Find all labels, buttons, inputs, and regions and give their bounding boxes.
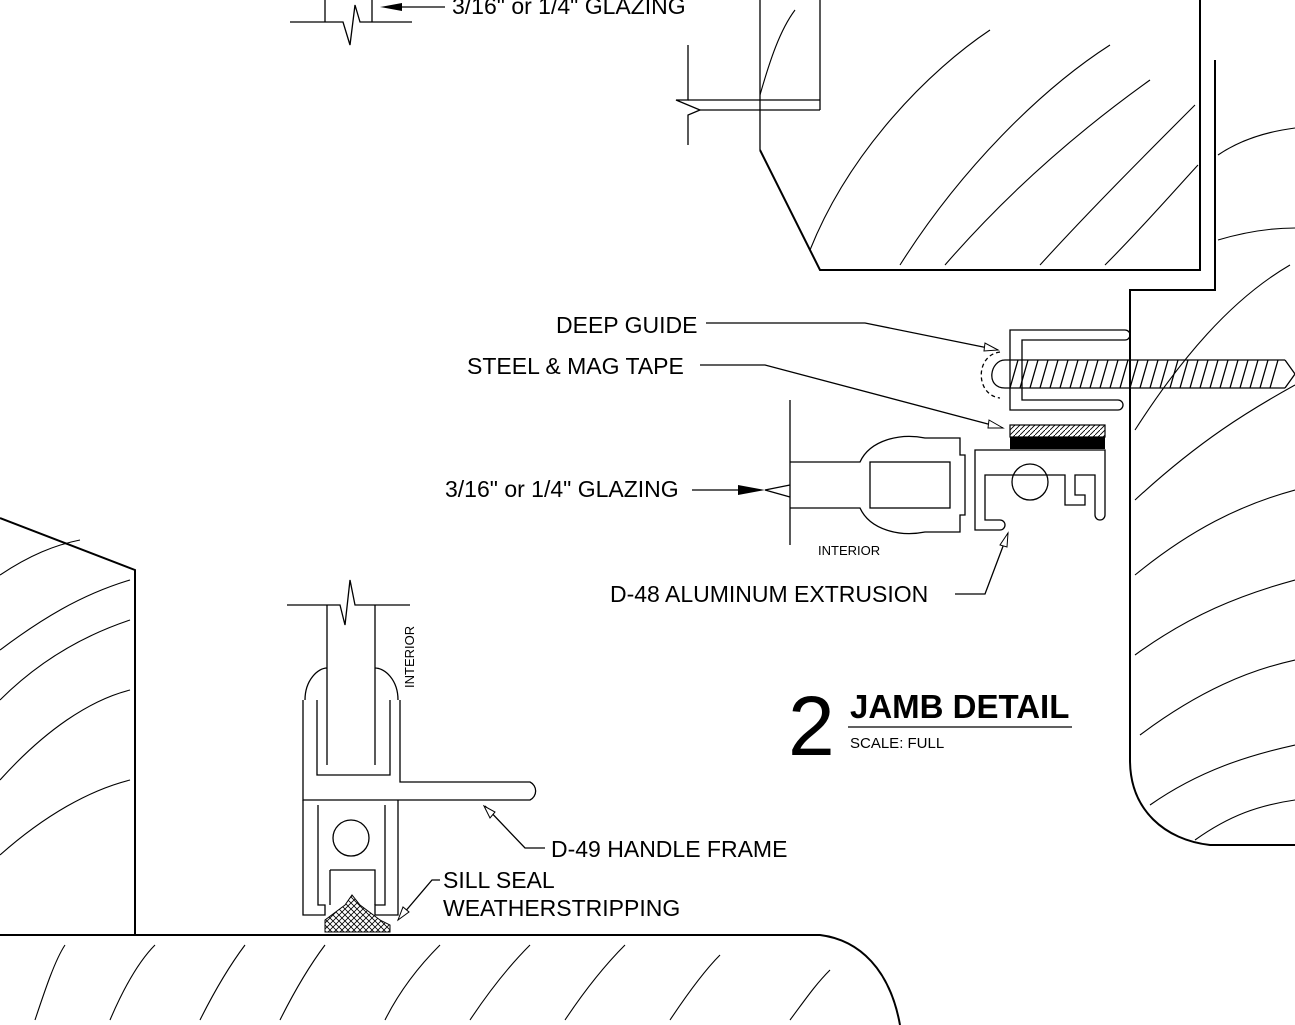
interior-sill-label: INTERIOR — [402, 626, 417, 688]
top-glazing-fragment — [290, 0, 445, 46]
floor-sill — [0, 934, 901, 1025]
glazing-top-label: 3/16" or 1/4" GLAZING — [452, 0, 686, 19]
sill-seal-label-line1: SILL SEAL — [443, 867, 555, 893]
leader-lines — [396, 322, 1009, 922]
glazing-mid-label: 3/16" or 1/4" GLAZING — [445, 476, 679, 502]
detail-title: JAMB DETAIL — [850, 688, 1069, 725]
d49-handle-frame — [287, 579, 537, 933]
deep-guide-channel — [1009, 329, 1131, 411]
deep-guide-label: DEEP GUIDE — [556, 312, 697, 338]
handle-frame-label: D-49 HANDLE FRAME — [551, 836, 787, 862]
upper-wood-block — [675, 0, 1201, 271]
detail-number: 2 — [788, 679, 835, 773]
screw — [980, 351, 1295, 399]
d48-extrusion — [764, 400, 1106, 545]
steel-mag-tape — [1009, 424, 1106, 449]
detail-title-block: 2 JAMB DETAIL SCALE: FULL — [788, 679, 1072, 773]
detail-scale: SCALE: FULL — [850, 735, 944, 752]
sill-seal-label-line2: WEATHERSTRIPPING — [443, 895, 680, 921]
extrusion-label: D-48 ALUMINUM EXTRUSION — [610, 581, 928, 607]
left-wood-block — [0, 517, 136, 935]
steel-mag-tape-label: STEEL & MAG TAPE — [467, 353, 684, 379]
right-wall-jamb — [1129, 60, 1295, 846]
interior-jamb-label: INTERIOR — [818, 543, 880, 558]
